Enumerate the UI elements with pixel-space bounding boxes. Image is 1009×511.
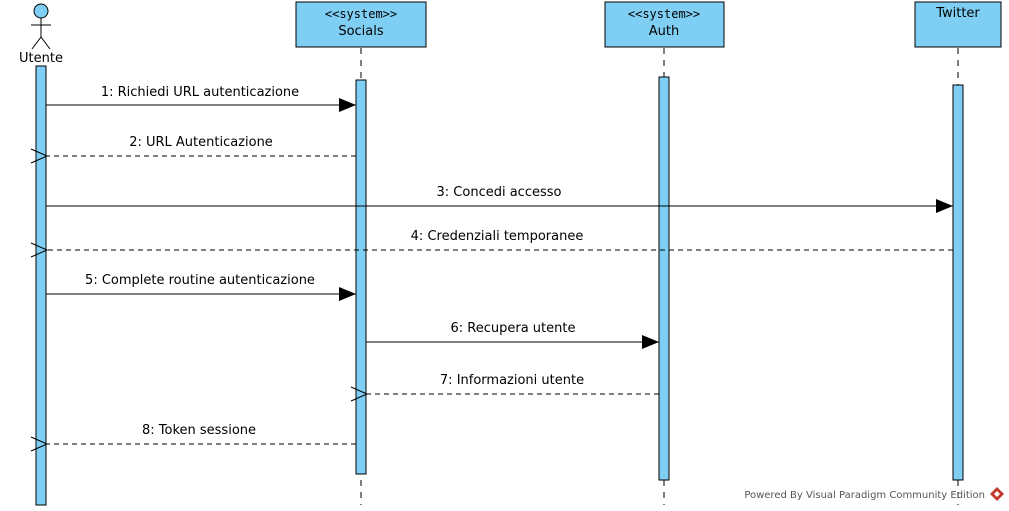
participant-auth[interactable]: <<system>> Auth (604, 1, 725, 48)
participant-twitter[interactable]: Twitter (914, 1, 1002, 48)
participant-name-auth: Auth (649, 24, 679, 39)
participant-stereotype-socials: <<system>> (325, 7, 397, 21)
participant-socials[interactable]: <<system>> Socials (295, 1, 427, 48)
activation-bar-twitter[interactable] (952, 84, 964, 481)
actor-utente[interactable]: Utente (19, 3, 63, 66)
activation-bar-socials[interactable] (355, 79, 367, 475)
message-label: 5: Complete routine autenticazione (85, 273, 315, 288)
activation-bar-auth[interactable] (658, 76, 670, 481)
message-2[interactable]: 2: URL Autenticazione (47, 135, 356, 156)
activation-bars (35, 65, 964, 506)
message-3[interactable]: 3: Concedi accesso (46, 185, 953, 213)
message-label: 2: URL Autenticazione (129, 135, 273, 150)
footer-text: Powered By Visual Paradigm Community Edi… (744, 490, 985, 501)
visual-paradigm-logo-icon (990, 487, 1004, 501)
stick-figure-icon (31, 3, 51, 50)
message-label: 6: Recupera utente (451, 321, 576, 336)
message-label: 3: Concedi accesso (437, 185, 562, 200)
participant-name-utente: Utente (19, 51, 63, 66)
message-6[interactable]: 6: Recupera utente (366, 321, 659, 349)
message-label: 8: Token sessione (142, 423, 256, 438)
message-label: 1: Richiedi URL autenticazione (101, 85, 299, 100)
participant-name-twitter: Twitter (935, 6, 980, 21)
activation-bar-utente[interactable] (35, 65, 47, 506)
message-7[interactable]: 7: Informazioni utente (367, 373, 659, 394)
message-1[interactable]: 1: Richiedi URL autenticazione (46, 85, 356, 112)
message-4[interactable]: 4: Credenziali temporanee (47, 229, 953, 250)
message-label: 4: Credenziali temporanee (411, 229, 584, 244)
message-5[interactable]: 5: Complete routine autenticazione (46, 273, 356, 301)
messages: 1: Richiedi URL autenticazione 2: URL Au… (46, 85, 953, 444)
message-8[interactable]: 8: Token sessione (47, 423, 356, 444)
participant-name-socials: Socials (338, 24, 384, 39)
footer: Powered By Visual Paradigm Community Edi… (744, 487, 1004, 501)
participant-stereotype-auth: <<system>> (628, 7, 700, 21)
message-label: 7: Informazioni utente (440, 373, 584, 388)
